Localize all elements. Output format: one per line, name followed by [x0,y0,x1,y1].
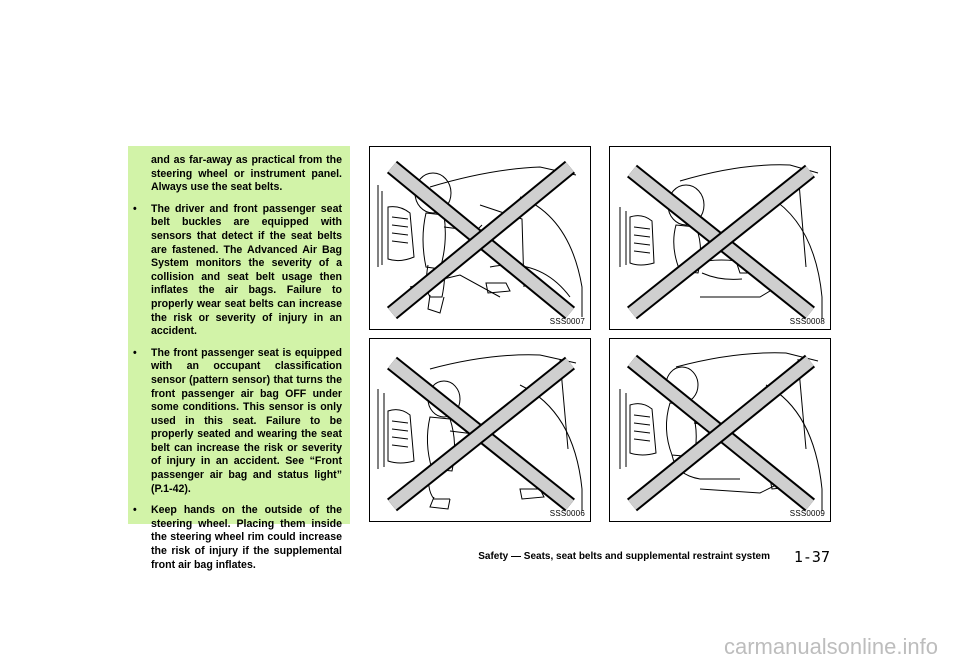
figure-code: SSS0007 [549,317,585,326]
page-number: 1-37 [793,548,830,566]
warning-bullet-text: Keep hands on the outside of the steerin… [151,504,342,571]
bullet-marker: • [133,504,137,517]
warning-bullet-text: The front passenger seat is equipped wit… [151,346,342,495]
illustration-kneeling-on-seat [619,352,823,512]
prohibited-cross [627,164,815,320]
warning-bullet-3: • Keep hands on the outside of the steer… [133,504,342,572]
figure-code: SSS0009 [789,509,825,518]
warning-bullet-text: The driver and front passenger seat belt… [151,202,342,338]
illustration-leaning-forward [377,160,583,320]
figure-sss0008: SSS0008 [609,146,831,330]
bullet-marker: • [133,346,137,359]
figure-sss0007: SSS0007 [369,146,591,330]
warning-box: and as far-away as practical from the st… [128,146,350,571]
warning-intro-text: and as far-away as practical from the st… [151,154,342,194]
figure-sss0006: SSS0006 [369,338,591,522]
illustration-leaning-on-dashboard [377,354,583,512]
section-title: Safety — Seats, seat belts and supplemen… [478,551,770,562]
illustration-feet-on-dashboard [619,164,823,320]
warning-bullet-1: • The driver and front passenger seat be… [133,202,342,339]
bullet-marker: • [133,202,137,215]
prohibited-cross [386,160,576,320]
prohibited-cross [387,356,575,512]
prohibited-cross [626,354,816,512]
figure-code: SSS0008 [789,317,825,326]
figure-sss0009: SSS0009 [609,338,831,522]
watermark-link[interactable]: carmanualsonline.info [723,634,938,659]
figure-code: SSS0006 [549,509,585,518]
page-footer: Safety — Seats, seat belts and supplemen… [478,548,830,568]
warning-bullet-2: • The front passenger seat is equipped w… [133,346,342,497]
